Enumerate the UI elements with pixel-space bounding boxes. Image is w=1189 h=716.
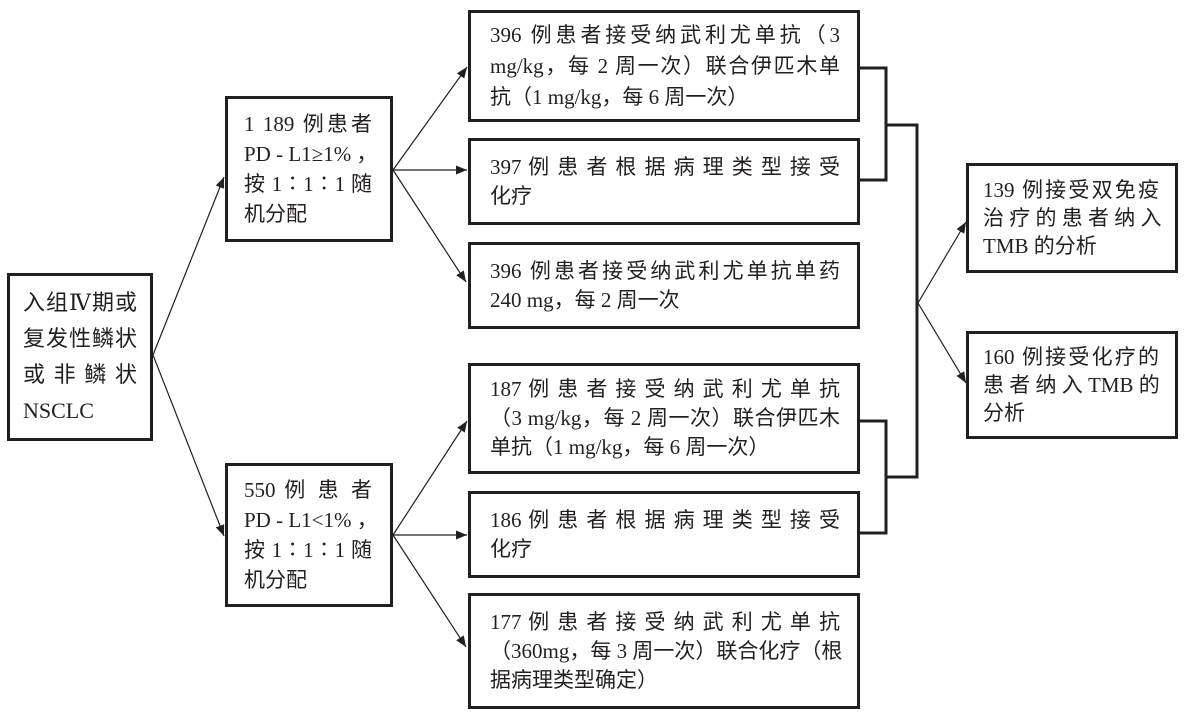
node-low-arm-nivo-ipi: 187 例 患 者 接 受 纳 武 利 尤 单 抗 （3 mg/kg，每 2 周… bbox=[468, 363, 860, 474]
node-text-line: 据病理类型确定） bbox=[490, 667, 658, 692]
node-text-line: （360mg，每 3 周一次）联合化疗（根 bbox=[490, 638, 843, 663]
node-text-line: 单抗（1 mg/kg，每 6 周一次） bbox=[490, 435, 770, 459]
node-text-line: TMB 的分析 bbox=[983, 234, 1097, 258]
arrow-low-to-nivo-ipi bbox=[392, 420, 468, 536]
node-text-line: 按 1∶1∶1 随 bbox=[244, 538, 372, 562]
node-low-arm-nivo-chemo: 177 例 患 者 接 受 纳 武 利 尤 单 抗 （360mg，每 3 周一次… bbox=[468, 593, 860, 709]
node-text-line: 治 疗 的 患 者 纳 入 bbox=[983, 206, 1162, 230]
node-text-line: 187 例 患 者 接 受 纳 武 利 尤 单 抗 bbox=[490, 377, 840, 401]
node-text-line: 240 mg，每 2 周一次 bbox=[490, 287, 680, 312]
node-text-line: 入组Ⅳ期或 bbox=[23, 290, 137, 315]
node-enrollment: 入组Ⅳ期或 复发性鳞状 或 非 鳞 状 NSCLC bbox=[7, 273, 153, 441]
bracket-high-ipi-chemo bbox=[859, 66, 888, 182]
node-text-line: 机分配 bbox=[244, 568, 307, 592]
node-text-line: 化疗 bbox=[490, 183, 532, 208]
node-low-arm-chemo: 186 例 患 者 根 据 病 理 类 型 接 受 化疗 bbox=[468, 491, 860, 578]
node-text-line: 复发性鳞状 bbox=[23, 326, 137, 351]
node-high-arm-nivo-mono: 396 例患者接受纳武利尤单抗单药 240 mg，每 2 周一次 bbox=[468, 242, 860, 329]
node-text-line: 396 例患者接受纳武利尤单抗（3 bbox=[490, 22, 840, 47]
node-tmb-chemo: 160 例接受化疗的 患 者 纳 入 TMB 的 分析 bbox=[966, 331, 1178, 439]
node-text-line: 患 者 纳 入 TMB 的 bbox=[983, 373, 1160, 397]
node-text-line: 化疗 bbox=[490, 536, 532, 561]
node-text-line: （3 mg/kg，每 2 周一次）联合伊匹木 bbox=[490, 406, 840, 430]
arrow-merge-to-tmb-chemo bbox=[917, 302, 967, 384]
node-text-line: 机分配 bbox=[244, 202, 307, 226]
node-text-line: 按 1∶1∶1 随 bbox=[244, 172, 372, 196]
node-text-line: 139 例接受双免疫 bbox=[983, 178, 1159, 202]
node-text-line: PD - L1<1% ， bbox=[244, 508, 378, 532]
arrow-low-to-nivo-chemo bbox=[392, 534, 467, 648]
node-text-line: 396 例患者接受纳武利尤单抗单药 bbox=[490, 258, 840, 283]
node-tmb-dual-immuno: 139 例接受双免疫 治 疗 的 患 者 纳 入 TMB 的分析 bbox=[966, 163, 1178, 273]
node-text-line: 550 例 患 者 bbox=[244, 478, 372, 502]
node-text-line: 160 例接受化疗的 bbox=[983, 345, 1159, 369]
node-text-line: 抗（1 mg/kg，每 6 周一次） bbox=[490, 84, 749, 109]
node-text-line: 分析 bbox=[983, 401, 1025, 425]
arrow-high-to-nivo-mono bbox=[392, 169, 467, 283]
node-text-line: 1 189 例患者 bbox=[244, 112, 372, 136]
node-text-line: NSCLC bbox=[23, 398, 94, 423]
node-high-arm-chemo: 397 例 患 者 根 据 病 理 类 型 接 受 化疗 bbox=[468, 138, 860, 225]
bracket-low-ipi-chemo bbox=[859, 419, 888, 535]
node-pdl1-high: 1 189 例患者 PD - L1≥1% ， 按 1∶1∶1 随 机分配 bbox=[225, 96, 393, 242]
node-text-line: PD - L1≥1% ， bbox=[244, 142, 378, 166]
arrow-high-to-nivo-ipi bbox=[392, 66, 468, 171]
node-text-line: 397 例 患 者 根 据 病 理 类 型 接 受 bbox=[490, 154, 840, 179]
node-text-line: 186 例 患 者 根 据 病 理 类 型 接 受 bbox=[490, 507, 840, 532]
node-text-line: 177 例 患 者 接 受 纳 武 利 尤 单 抗 bbox=[490, 609, 840, 634]
arrow-merge-to-tmb-dual bbox=[917, 221, 967, 304]
arrow-enroll-to-pdl1-low bbox=[152, 354, 225, 537]
node-text-line: 或 非 鳞 状 bbox=[23, 362, 137, 387]
node-text-line: mg/kg，每 2 周一次）联合伊匹木单 bbox=[490, 53, 840, 78]
node-pdl1-low: 550 例 患 者 PD - L1<1% ， 按 1∶1∶1 随 机分配 bbox=[225, 463, 393, 607]
arrow-enroll-to-pdl1-high bbox=[152, 176, 225, 356]
node-high-arm-nivo-ipi: 396 例患者接受纳武利尤单抗（3 mg/kg，每 2 周一次）联合伊匹木单 抗… bbox=[468, 10, 860, 122]
